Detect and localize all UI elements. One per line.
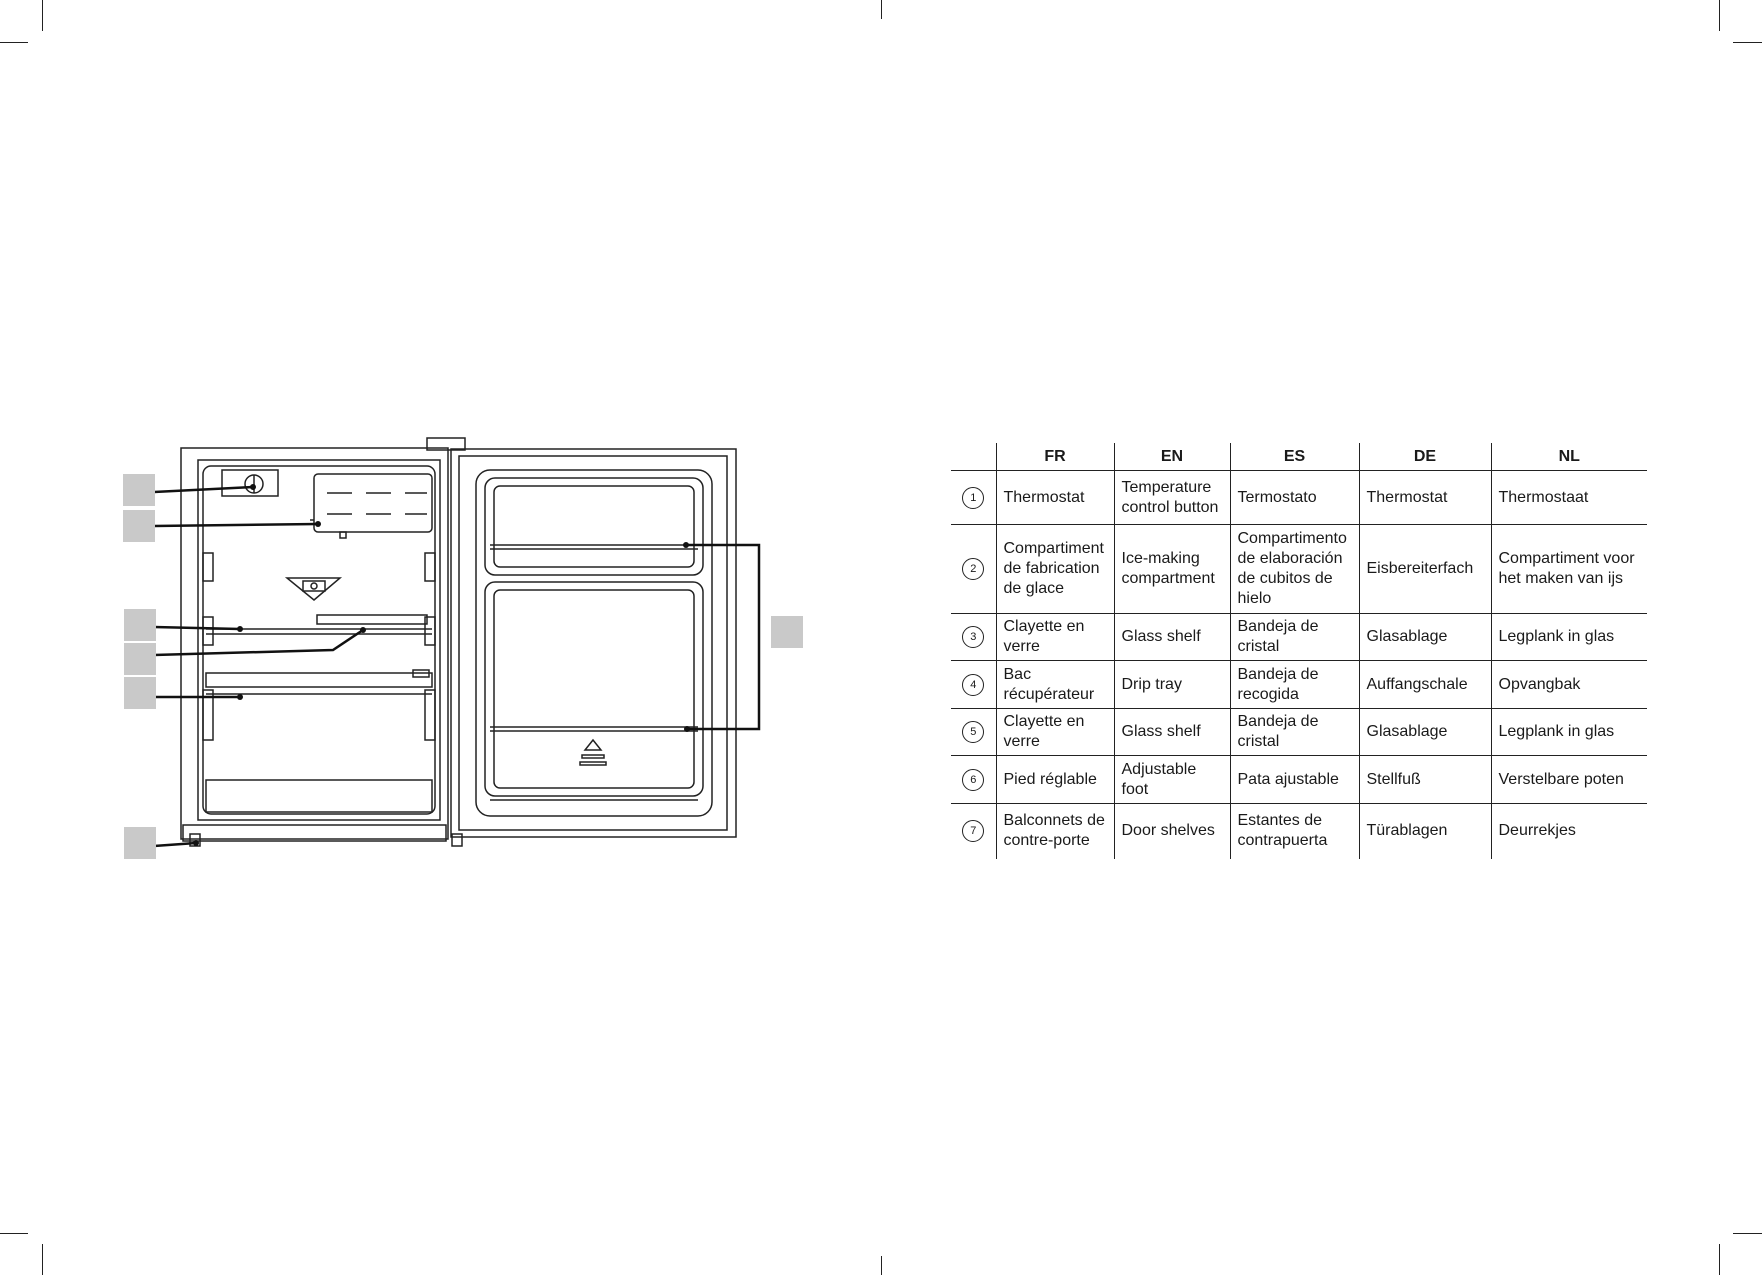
callout-marker xyxy=(124,827,156,859)
part-number-badge: 6 xyxy=(962,768,985,791)
table-row: 7 Balconnets de contre-porte Door shelve… xyxy=(951,803,1647,859)
part-number-badge: 5 xyxy=(962,721,985,743)
table-row: 4 Bac récupérateur Drip tray Bandeja de … xyxy=(951,660,1647,709)
cell-es: Termostato xyxy=(1229,470,1359,525)
crop-mark-bottom-right-v xyxy=(1719,1244,1720,1275)
callout-marker xyxy=(123,510,155,542)
callout-dots xyxy=(193,484,690,846)
cell-en: Glass shelf xyxy=(1113,613,1230,661)
cell-de: Auffangschale xyxy=(1358,660,1491,709)
cell-nl: Thermostaat xyxy=(1490,470,1647,525)
callout-marker xyxy=(771,616,803,648)
cell-nl: Deurrekjes xyxy=(1490,803,1647,859)
callout-markers xyxy=(123,474,803,859)
cell-nl: Compartiment voor het maken van ijs xyxy=(1490,524,1647,614)
cell-fr: Pied réglable xyxy=(995,755,1114,804)
table-row: 5 Clayette en verre Glass shelf Bandeja … xyxy=(951,708,1647,756)
header-es: ES xyxy=(1229,443,1359,471)
ice-compartment xyxy=(310,473,433,539)
cell-en: Adjustable foot xyxy=(1113,755,1230,804)
part-number-badge: 4 xyxy=(962,673,985,696)
table-row: 1 Thermostat Temperature control button … xyxy=(951,470,1647,525)
cell-es: Pata ajustable xyxy=(1229,755,1359,804)
crop-mark-bottom-left-h xyxy=(0,1233,28,1234)
crop-mark-bottom-left-v xyxy=(42,1244,43,1275)
table-row: 3 Clayette en verre Glass shelf Bandeja … xyxy=(951,613,1647,661)
part-number-badge: 2 xyxy=(962,558,985,580)
cell-en: Ice-making compartment xyxy=(1113,524,1230,614)
callout-marker xyxy=(124,643,156,675)
cell-fr: Clayette en verre xyxy=(995,708,1114,756)
part-number-badge: 7 xyxy=(962,820,985,843)
crop-mark-top-left-v xyxy=(42,0,43,31)
cell-nl: Legplank in glas xyxy=(1490,613,1647,661)
fridge-diagram xyxy=(123,437,803,859)
cell-fr: Balconnets de contre-porte xyxy=(995,803,1114,859)
cell-fr: Compartiment de fabrication de glace xyxy=(995,524,1114,614)
cell-es: Bandeja de cristal xyxy=(1229,708,1359,756)
cell-de: Thermostat xyxy=(1358,470,1491,525)
cell-fr: Bac récupérateur xyxy=(995,660,1114,709)
header-en: EN xyxy=(1113,443,1230,471)
crop-mark-top-left-h xyxy=(0,42,28,43)
crop-mark-bottom-center xyxy=(881,1256,882,1275)
parts-legend-table: FR EN ES DE NL 1 Thermostat Temperature … xyxy=(951,443,1647,859)
callout-marker xyxy=(123,474,155,506)
cell-en: Glass shelf xyxy=(1113,708,1230,756)
adjustable-foot xyxy=(189,833,463,847)
cell-de: Eisbereiterfach xyxy=(1358,524,1491,614)
crop-mark-top-right-v xyxy=(1719,0,1720,31)
cell-en: Drip tray xyxy=(1113,660,1230,709)
cell-en: Door shelves xyxy=(1113,803,1230,859)
thermostat-housing xyxy=(221,469,279,497)
cell-es: Bandeja de recogida xyxy=(1229,660,1359,709)
cell-de: Glasablage xyxy=(1358,613,1491,661)
cell-de: Glasablage xyxy=(1358,708,1491,756)
shelf-supports xyxy=(202,552,436,741)
crop-mark-top-right-h xyxy=(1733,42,1762,43)
fridge-cabinet xyxy=(180,437,466,842)
cell-es: Estantes de contrapuerta xyxy=(1229,803,1359,859)
callout-marker xyxy=(124,677,156,709)
header-nl: NL xyxy=(1490,443,1647,471)
header-blank xyxy=(951,443,996,471)
cell-es: Bandeja de cristal xyxy=(1229,613,1359,661)
header-fr: FR xyxy=(995,443,1114,471)
fridge-door xyxy=(450,448,737,838)
cell-nl: Opvangbak xyxy=(1490,660,1647,709)
cell-de: Stellfuß xyxy=(1358,755,1491,804)
fridge-logo-mark xyxy=(284,577,343,601)
callout-marker xyxy=(124,609,156,641)
cell-nl: Legplank in glas xyxy=(1490,708,1647,756)
cell-es: Compartimento de elaboración de cubitos … xyxy=(1229,524,1359,614)
cell-fr: Thermostat xyxy=(995,470,1114,525)
cell-de: Türablagen xyxy=(1358,803,1491,859)
cell-nl: Verstelbare poten xyxy=(1490,755,1647,804)
table-row: 6 Pied réglable Adjustable foot Pata aju… xyxy=(951,755,1647,804)
legend-header-row: FR EN ES DE NL xyxy=(951,443,1647,471)
glass-shelf xyxy=(206,628,432,635)
drip-tray xyxy=(316,614,428,625)
callout-leader-lines xyxy=(153,485,761,848)
table-row: 2 Compartiment de fabrication de glace I… xyxy=(951,524,1647,614)
cell-fr: Clayette en verre xyxy=(995,613,1114,661)
lower-glass-shelf xyxy=(205,669,433,695)
part-number-badge: 1 xyxy=(962,486,985,509)
cell-en: Temperature control button xyxy=(1113,470,1230,525)
header-de: DE xyxy=(1358,443,1491,471)
crop-mark-top-center xyxy=(881,0,882,19)
crop-mark-bottom-right-h xyxy=(1733,1233,1762,1234)
part-number-badge: 3 xyxy=(962,626,985,648)
